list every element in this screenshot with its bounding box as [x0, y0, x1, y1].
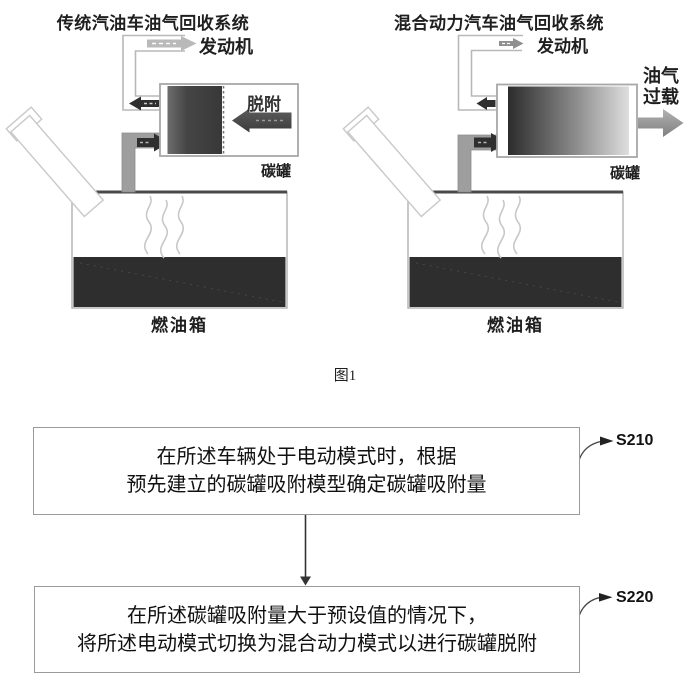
flow-step-s220-box: 在所述碳罐吸附量大于预设值的情况下， 将所述电动模式切换为混合动力模式以进行碳罐…: [34, 586, 580, 673]
filler-pipe-left: [5, 106, 105, 218]
vapor-lines-icon-left: [143, 195, 184, 259]
duct-return-arrow-icon-right: [476, 97, 496, 110]
flow-step-s210-box: 在所述车辆处于电动模式时，根据 预先建立的碳罐吸附模型确定碳罐吸附量: [33, 427, 580, 515]
canister-label-right: 碳罐: [610, 165, 641, 182]
canister-label-left: 碳罐: [261, 163, 292, 180]
canister-charcoal-fill-left: [167, 86, 222, 154]
engine-label-left: 发动机: [199, 37, 253, 57]
traditional-system-title: 传统汽油车油气回收系统: [56, 14, 250, 33]
desorption-arrow-icon: [232, 108, 292, 133]
vapor-overload-arrow-icon: [638, 109, 684, 137]
purge-duct-left: [122, 34, 185, 111]
flow-step-s210-line1: 在所述车辆处于电动模式时，根据: [156, 446, 457, 468]
flow-step-s220-line2: 将所述电动模式切换为混合动力模式以进行碳罐脱附: [77, 632, 537, 655]
desorption-label: 脱附: [247, 95, 281, 114]
fuel-liquid-right: [409, 257, 622, 307]
figure-caption: 图1: [333, 368, 357, 384]
engine-label-right: 发动机: [537, 37, 588, 56]
duct-return-arrow-icon-left: [129, 96, 159, 111]
hybrid-system-art: [342, 34, 684, 309]
filler-pipe-right: [342, 106, 442, 218]
flow-step-s220-line1: 在所述碳罐吸附量大于预设值的情况下，: [127, 604, 487, 627]
hybrid-system-title: 混合动力汽车油气回收系统: [394, 14, 604, 33]
step-ref-arrow-s220: [577, 593, 613, 628]
tank-label-left: 燃油箱: [151, 316, 208, 335]
vapor-overload-line2: 过载: [643, 87, 679, 107]
vapor-overload-line1: 油气: [643, 66, 679, 86]
step-label-s220: S220: [616, 589, 654, 606]
fuel-liquid-left: [73, 257, 286, 307]
flow-step-s210-line2: 预先建立的碳罐吸附模型确定碳罐吸附量: [126, 474, 487, 496]
canister-charcoal-fill-right: [508, 86, 629, 155]
vapor-lines-icon-right: [480, 195, 521, 259]
step-label-s210: S210: [616, 432, 654, 449]
vapor-overload-label: 油气 过载: [638, 66, 684, 108]
traditional-system-art: [5, 34, 299, 309]
purge-duct-right: [457, 34, 523, 111]
step-ref-arrow-s210: [577, 436, 614, 472]
tank-label-right: 燃油箱: [487, 316, 544, 335]
engine-flow-arrow-icon-left: [147, 36, 197, 51]
engine-flow-arrow-icon-right: [499, 38, 524, 49]
flow-connector-arrow: [300, 513, 311, 586]
